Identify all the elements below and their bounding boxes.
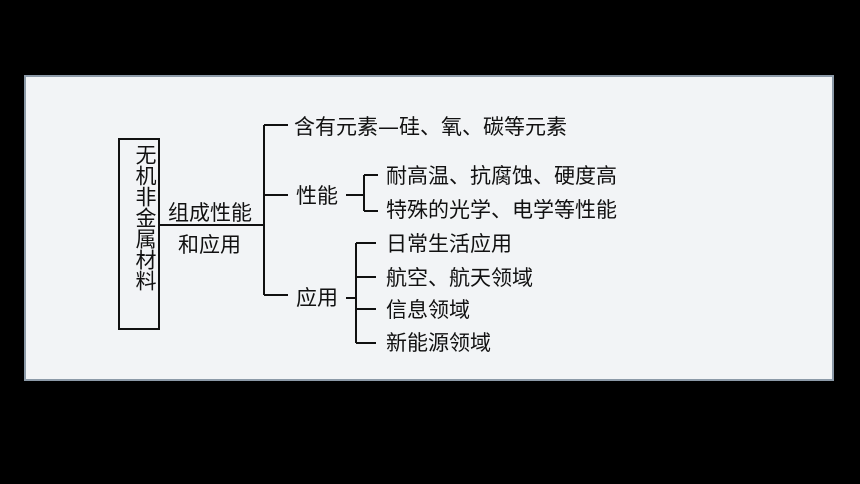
composition-node: 含有元素—硅、氧、碳等元素 [294,115,567,139]
applications-item-3: 信息领域 [386,298,470,322]
properties-label: 性能 [296,184,338,208]
branch-label-line2: 和应用 [178,233,241,257]
applications-item-2: 航空、航天领域 [386,266,533,290]
properties-item-2: 特殊的光学、电学等性能 [386,198,617,222]
applications-label: 应用 [296,286,338,310]
root-node-label: 无机非金属材料 [133,144,157,291]
applications-item-4: 新能源领域 [386,331,491,355]
diagram-panel: 无机非金属材料 组成性能 和应用 含有元素—硅、氧、碳等元素 性能 耐高温、抗腐… [24,75,834,381]
properties-item-1: 耐高温、抗腐蚀、硬度高 [386,164,617,188]
connector-lines [160,124,378,344]
branch-label-line1: 组成性能 [168,201,252,225]
root-node-box: 无机非金属材料 [118,138,160,330]
applications-item-1: 日常生活应用 [386,232,512,256]
